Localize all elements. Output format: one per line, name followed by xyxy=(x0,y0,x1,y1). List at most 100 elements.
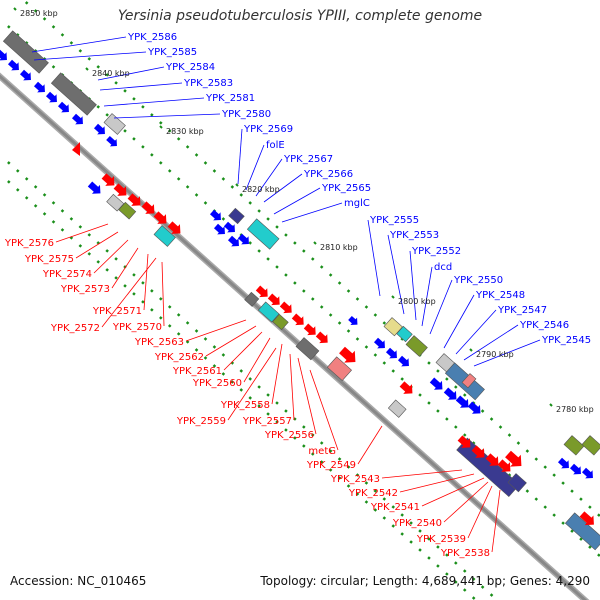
tick-mark xyxy=(409,540,413,544)
leader-line-reverse xyxy=(281,202,343,223)
tick-mark xyxy=(346,484,351,488)
tick-mark xyxy=(319,441,324,445)
tick-mark xyxy=(248,201,252,205)
tick-mark xyxy=(141,145,145,149)
reverse-gene-shape xyxy=(397,355,409,367)
tick-mark xyxy=(302,444,306,448)
reverse-gene-shape xyxy=(87,181,101,194)
tick-mark xyxy=(373,313,378,317)
tick-mark xyxy=(311,433,315,437)
tick-mark xyxy=(114,81,118,85)
tick-mark xyxy=(194,153,199,157)
tick-mark xyxy=(561,521,565,525)
reverse-gene-shape xyxy=(19,69,31,81)
tick-mark xyxy=(87,233,92,237)
kbp-marker: 2790 kbp xyxy=(476,350,514,359)
tick-mark xyxy=(382,497,387,501)
forward-gene-shape xyxy=(505,450,522,467)
reverse-gene-shape xyxy=(71,113,83,125)
gene-box xyxy=(50,72,97,116)
reverse-gene xyxy=(385,347,397,359)
forward-gene-shape xyxy=(291,313,304,326)
leader-line-reverse xyxy=(103,97,205,107)
leader-line-forward xyxy=(467,485,493,539)
tick-mark xyxy=(203,161,208,165)
reverse-gene-shape xyxy=(7,59,19,71)
tick-mark xyxy=(203,337,208,341)
tick-mark xyxy=(597,513,600,517)
tick-mark xyxy=(185,340,190,344)
tick-mark xyxy=(69,236,74,240)
tick-mark xyxy=(203,356,208,360)
gene-label-forward: YPK_2558 xyxy=(220,400,270,411)
tick-mark xyxy=(194,193,199,197)
tick-mark xyxy=(51,65,56,69)
reverse-gene xyxy=(557,457,569,469)
tick-mark xyxy=(337,281,342,285)
tick-mark xyxy=(355,337,360,341)
gene-label-forward: YPK_2538 xyxy=(440,548,490,559)
leader-line-forward xyxy=(185,319,247,342)
tick-mark xyxy=(346,465,351,469)
tick-mark xyxy=(275,225,279,229)
tick-mark xyxy=(60,33,65,37)
gene-label-reverse: YPK_2548 xyxy=(475,290,525,301)
reverse-gene xyxy=(7,59,19,71)
tick-mark xyxy=(525,449,530,453)
reverse-gene xyxy=(348,315,358,326)
gene-box-body xyxy=(246,218,280,250)
leader-line-reverse xyxy=(99,82,183,91)
tick-mark xyxy=(337,476,342,480)
forward-gene xyxy=(255,285,268,298)
tick-mark xyxy=(141,300,145,304)
tick-mark xyxy=(51,201,56,205)
tick-mark xyxy=(328,449,333,453)
reverse-gene xyxy=(373,337,385,349)
gene-box-body xyxy=(244,291,260,307)
leader-line-forward xyxy=(357,425,383,465)
leader-line-forward xyxy=(55,223,109,243)
tick-mark xyxy=(239,388,244,392)
kbp-tick xyxy=(159,125,163,129)
tick-mark xyxy=(436,564,440,568)
tick-mark xyxy=(159,316,163,320)
leader-line-reverse xyxy=(409,250,417,321)
tick-mark xyxy=(60,209,65,213)
forward-gene xyxy=(485,453,499,466)
tick-mark xyxy=(248,241,252,245)
tick-mark xyxy=(221,353,226,357)
leader-line-forward xyxy=(399,473,475,493)
tick-mark xyxy=(159,161,163,165)
tick-mark xyxy=(418,393,422,397)
tick-mark xyxy=(132,292,136,296)
gene-box xyxy=(387,399,407,418)
forward-gene-shape xyxy=(497,459,511,472)
gene-box xyxy=(244,291,260,307)
tick-mark xyxy=(87,57,92,61)
tick-mark xyxy=(105,249,109,253)
tick-mark xyxy=(96,260,100,264)
reverse-gene-shape xyxy=(93,123,105,135)
genome-backbone xyxy=(0,72,590,600)
reverse-gene-shape xyxy=(429,377,443,390)
forward-gene-shape xyxy=(279,301,292,314)
leader-line-forward xyxy=(93,239,129,274)
reverse-gene-shape xyxy=(33,81,45,93)
reverse-gene xyxy=(237,233,249,245)
tick-mark xyxy=(427,361,431,365)
tick-mark xyxy=(176,313,181,317)
reverse-gene-shape xyxy=(0,49,7,61)
gene-label-forward: YPK_2575 xyxy=(24,254,74,265)
tick-mark xyxy=(454,561,458,565)
tick-mark xyxy=(311,452,315,456)
tick-mark xyxy=(7,180,11,184)
tick-mark xyxy=(96,65,100,69)
tick-mark xyxy=(194,329,199,333)
leader-line-forward xyxy=(111,247,139,289)
gene-box-body xyxy=(461,373,477,389)
forward-gene xyxy=(497,459,511,472)
kbp-tick xyxy=(85,67,89,71)
tick-mark xyxy=(507,473,512,477)
gene-label-forward: YPK_2541 xyxy=(370,502,420,513)
